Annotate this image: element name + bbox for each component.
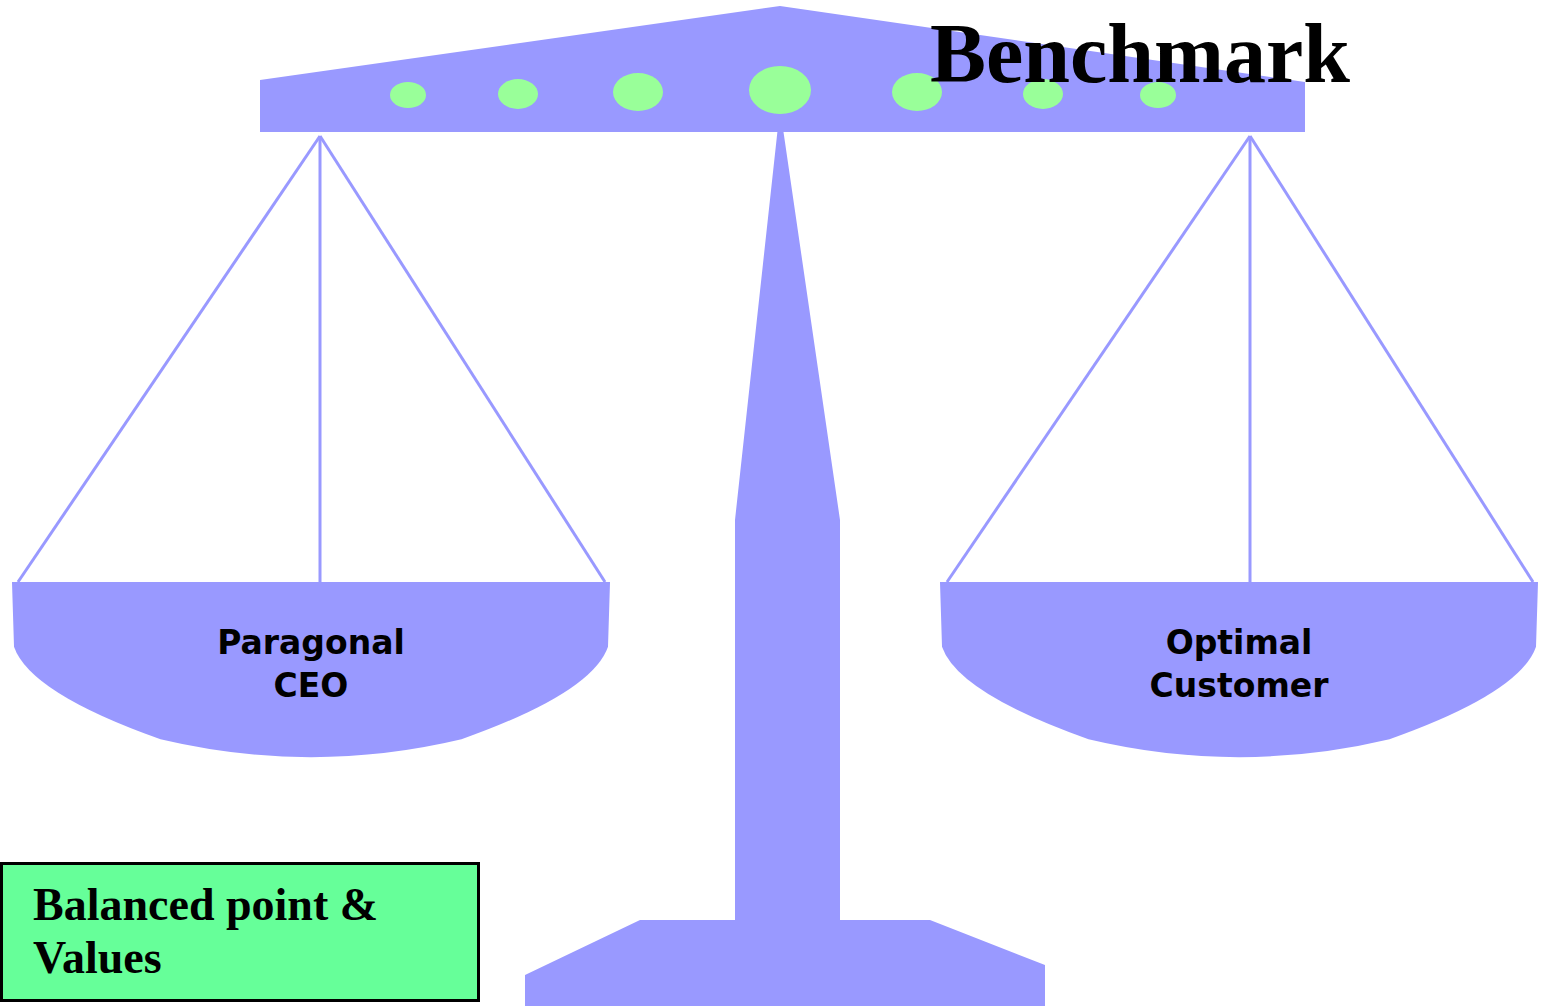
pan-outline bbox=[940, 582, 1538, 757]
pan-strings bbox=[18, 136, 1533, 582]
pan-outline bbox=[12, 582, 610, 757]
pan-label: Paragonal CEO bbox=[186, 622, 436, 708]
note-box: Balanced point & Values bbox=[0, 862, 480, 1002]
page-title: Benchmark bbox=[930, 12, 1350, 96]
scale-post bbox=[525, 108, 1045, 1006]
scale-pan: Paragonal CEO bbox=[10, 582, 612, 767]
pan-label: Optimal Customer bbox=[1114, 622, 1364, 708]
note-text: Balanced point & Values bbox=[33, 879, 453, 985]
scale-pan: Optimal Customer bbox=[938, 582, 1540, 767]
